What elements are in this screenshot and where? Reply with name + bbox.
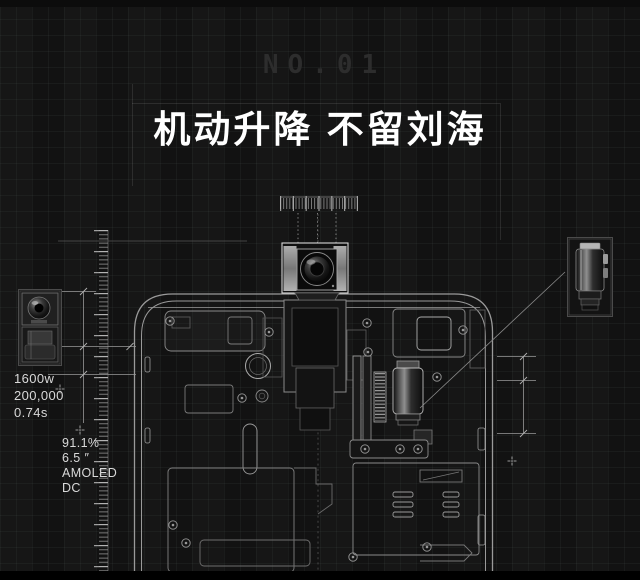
issue-number: NO.01 bbox=[262, 50, 387, 80]
lens-highlight bbox=[306, 259, 316, 265]
rear-camera-rings bbox=[245, 353, 271, 403]
poster-title: 机动升降 不留刘海 bbox=[153, 109, 487, 150]
edge-details bbox=[144, 356, 486, 546]
pcb-top-left bbox=[164, 310, 266, 414]
display-spec-list: 91.1% 6.5 ″ AMOLED DC bbox=[62, 436, 117, 496]
bottom-edge-band bbox=[0, 571, 640, 580]
sparkle-markers bbox=[55, 384, 517, 466]
battery-region bbox=[352, 462, 480, 562]
spec-screen-size: 6.5 ″ bbox=[62, 451, 90, 465]
lift-motor-icon bbox=[568, 238, 612, 316]
speaker-slots bbox=[392, 491, 460, 518]
motor-bracket bbox=[349, 439, 429, 459]
spec-lift-speed: 0.74s bbox=[14, 405, 48, 420]
camera-flank-left bbox=[283, 246, 297, 291]
pcb-top-right bbox=[392, 308, 486, 369]
spec-panel-type: AMOLED bbox=[62, 466, 118, 480]
camera-spec-list: 1600w 200,000 0.74s bbox=[14, 370, 64, 421]
popup-camera bbox=[281, 242, 349, 301]
motor-cylinder bbox=[392, 367, 424, 415]
camera-base bbox=[294, 292, 340, 301]
ruler-drop-lines bbox=[297, 213, 337, 257]
camera-lens bbox=[300, 252, 335, 288]
spec-lift-cycles: 200,000 bbox=[14, 388, 64, 403]
dimension-lines-left bbox=[48, 287, 136, 423]
lift-motor-assembly bbox=[349, 355, 433, 459]
dimension-lines-right bbox=[497, 352, 536, 438]
pcb-bottom-left bbox=[167, 467, 333, 573]
spec-dimming: DC bbox=[62, 481, 81, 495]
camera-module-icon bbox=[19, 290, 61, 365]
spec-screen-ratio: 91.1% bbox=[62, 436, 100, 450]
top-edge-band bbox=[0, 0, 640, 7]
popup-camera-module-photo bbox=[18, 289, 62, 366]
phone-blueprint bbox=[133, 214, 494, 580]
sim-slot bbox=[242, 423, 258, 475]
construction-lines bbox=[132, 84, 501, 240]
motor-leader-line bbox=[419, 271, 566, 409]
top-ruler bbox=[280, 196, 358, 257]
spec-camera-resolution: 1600w bbox=[14, 371, 55, 386]
left-ruler bbox=[94, 230, 109, 578]
camera-shaft bbox=[262, 299, 367, 431]
lift-motor-photo bbox=[567, 237, 613, 317]
